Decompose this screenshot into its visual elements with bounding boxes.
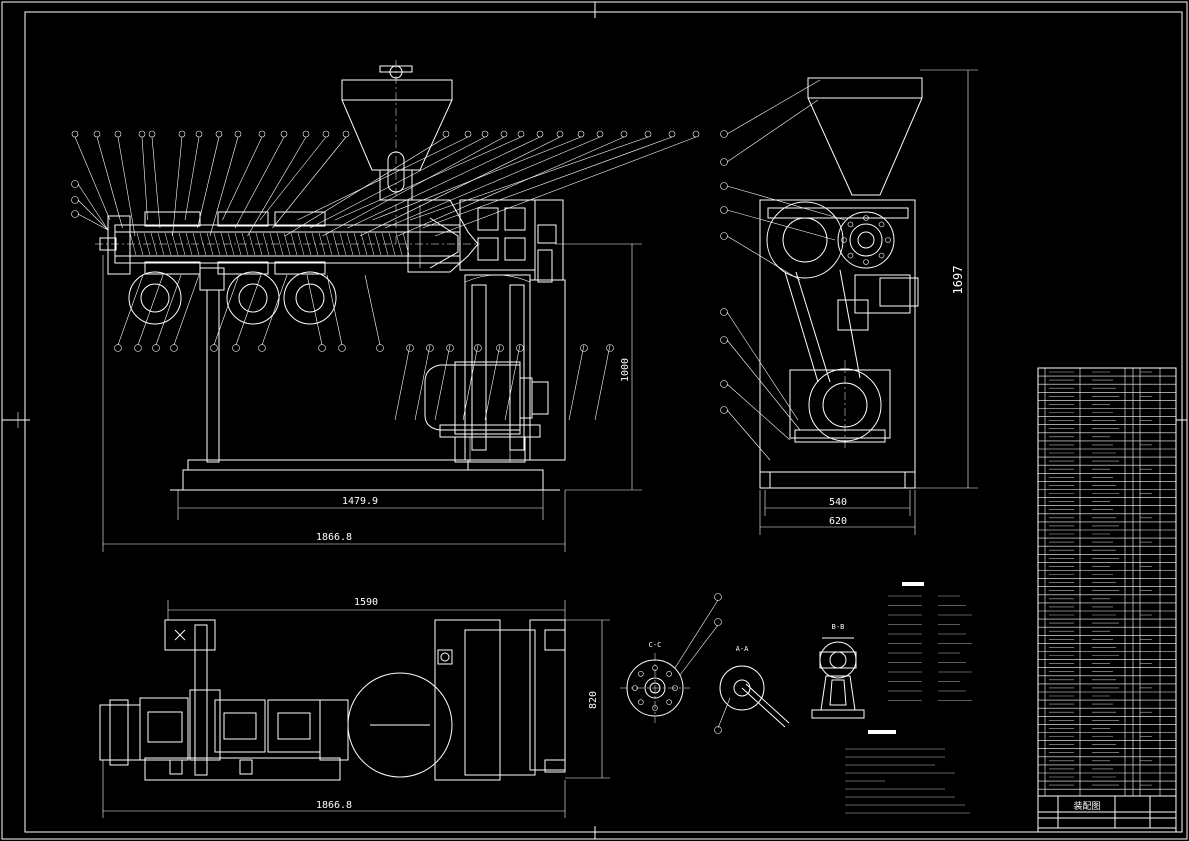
part-leader-lines	[71, 130, 700, 421]
front-dimensions: 1479.9 1866.8 1000	[102, 243, 642, 552]
top-plan-view: 1590 1866.8 820	[99, 597, 610, 818]
section-details: C-C A-A B-B	[620, 593, 865, 734]
main-frame	[464, 274, 566, 461]
technical-parameters-block	[888, 582, 972, 701]
front-elevation-view: 1479.9 1866.8 1000	[71, 60, 700, 552]
side-base-inner-dim: 540	[829, 497, 847, 508]
front-base-length-dim: 1479.9	[342, 496, 378, 507]
top-width-dim: 820	[588, 691, 599, 709]
section-b-detail: B-B	[811, 623, 865, 719]
front-height-dim: 1000	[620, 358, 631, 382]
side-hopper	[807, 77, 923, 196]
title-block: 装配图	[1037, 795, 1177, 829]
parts-list-table	[1037, 367, 1177, 833]
side-elevation-view: 540 620 1697	[720, 69, 978, 535]
hopper	[341, 60, 453, 245]
top-dimensions: 1590 1866.8 820	[102, 597, 610, 818]
section-b-label: B-B	[832, 623, 845, 631]
drawing-title: 装配图	[1073, 800, 1100, 812]
drive-motor	[424, 361, 549, 463]
section-c-detail: C-C	[620, 593, 722, 734]
cooling-blowers	[128, 271, 337, 325]
side-leader-lines	[720, 79, 846, 461]
front-total-length-dim: 1866.8	[316, 532, 352, 543]
section-a-label: A-A	[736, 645, 749, 653]
side-dimensions: 540 620 1697	[759, 69, 978, 535]
side-height-dim: 1697	[951, 266, 965, 295]
front-support-stand	[170, 267, 560, 491]
barrel-screw	[95, 199, 480, 275]
section-a-detail: A-A	[717, 645, 790, 729]
side-base-outer-dim: 620	[829, 516, 847, 527]
top-total-length-dim: 1866.8	[316, 800, 352, 811]
side-belt-motor	[784, 269, 891, 450]
top-length-dim: 1590	[354, 597, 378, 608]
technical-requirements-block	[845, 730, 970, 814]
side-gear-train	[766, 201, 919, 331]
section-c-label: C-C	[649, 641, 662, 649]
